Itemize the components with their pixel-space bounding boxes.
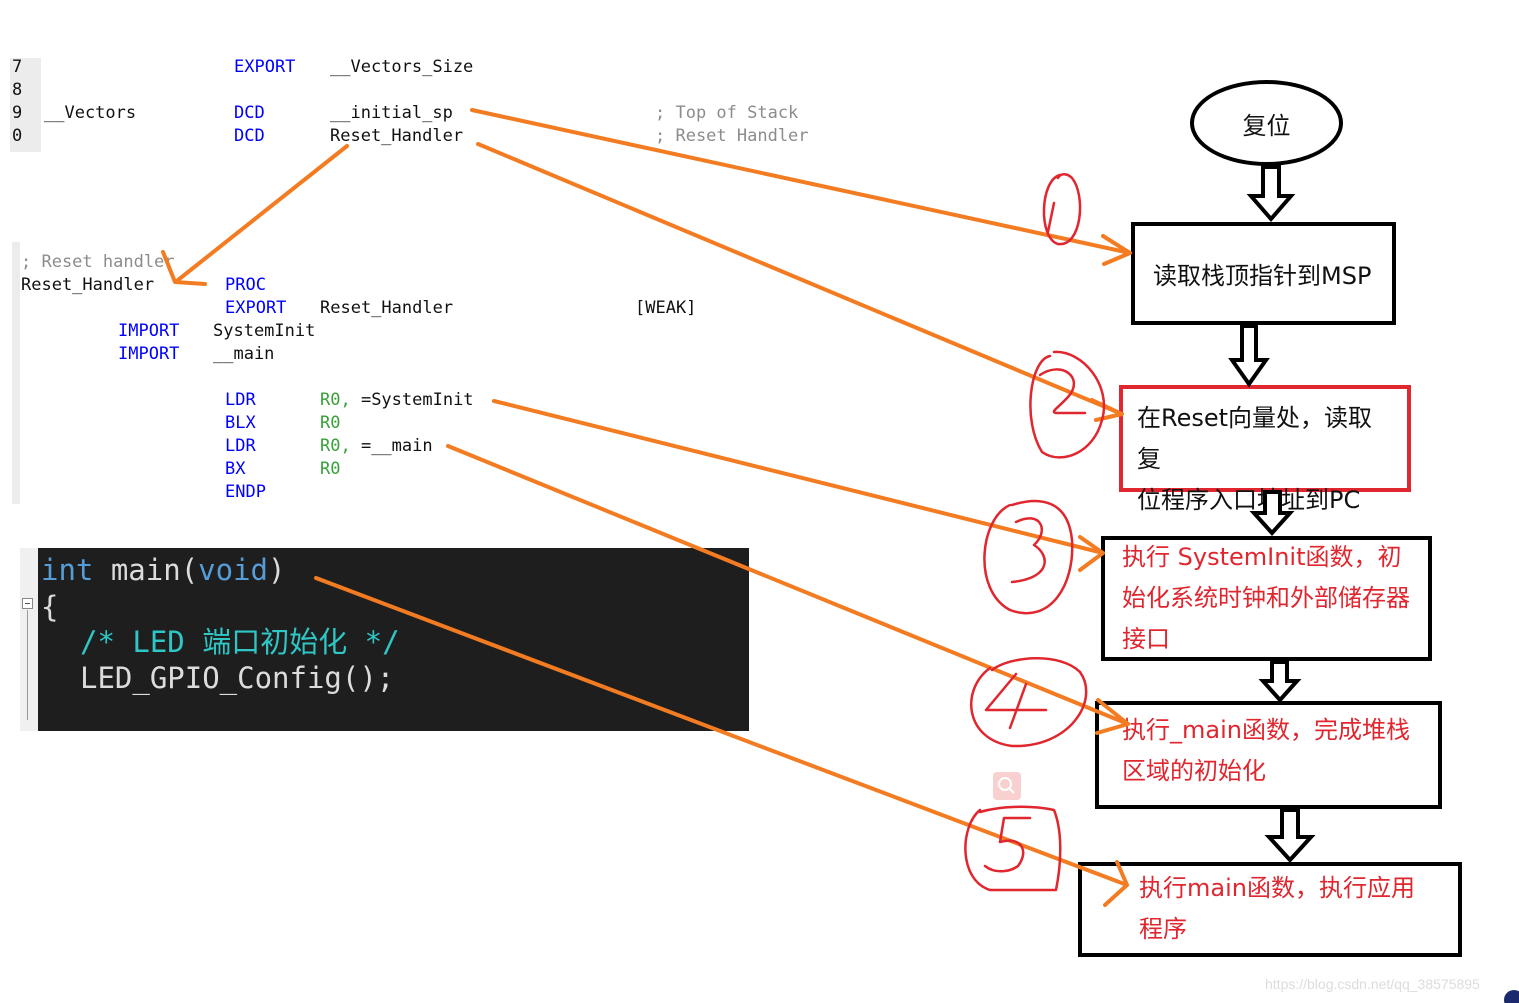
void-keyword: void bbox=[198, 553, 268, 587]
import-main: __main bbox=[213, 344, 275, 364]
main-signature: int main(void) bbox=[41, 552, 285, 588]
step5-line2: 程序 bbox=[1139, 915, 1187, 943]
flow-arrow-5 bbox=[1264, 808, 1316, 863]
reset-handler-symbol: Reset_Handler bbox=[330, 126, 464, 146]
dcd-directive-2: DCD bbox=[234, 126, 265, 146]
led-gpio-config-call: LED_GPIO_Config(); bbox=[80, 661, 395, 695]
handwritten-1 bbox=[1042, 173, 1082, 246]
ldr-target-main: =__main bbox=[350, 436, 433, 456]
bx-instruction: BX bbox=[225, 459, 246, 479]
step4-line2: 区域的初始化 bbox=[1122, 757, 1266, 785]
dcd-directive-1: DCD bbox=[234, 103, 265, 123]
handwritten-5 bbox=[964, 805, 1062, 892]
ldr-register-1: R0, bbox=[320, 390, 351, 410]
corner-badge-icon bbox=[1504, 990, 1519, 1003]
step4-box: 执行_main函数，完成堆栈 区域的初始化 bbox=[1095, 701, 1442, 809]
step5-line1: 执行main函数，执行应用 bbox=[1139, 874, 1415, 902]
flow-arrow-1 bbox=[1246, 165, 1296, 223]
step5-box: 执行main函数，执行应用 程序 bbox=[1078, 862, 1462, 957]
flow-arrow-2 bbox=[1228, 324, 1270, 388]
top-code-gutter bbox=[10, 58, 41, 152]
fold-toggle[interactable] bbox=[22, 598, 33, 609]
handler-code-gutter bbox=[12, 242, 20, 504]
step2-line1: 在Reset向量处，读取复 bbox=[1137, 404, 1373, 473]
search-icon bbox=[993, 772, 1021, 800]
proc-directive: PROC bbox=[225, 275, 266, 295]
ldr-operands-2: R0, =__main bbox=[320, 435, 433, 458]
fold-line bbox=[27, 610, 28, 720]
arrow-reset-handler-to-step2 bbox=[476, 142, 1124, 422]
reset-handler-label: Reset_Handler bbox=[21, 275, 155, 295]
arrow-reset-handler-to-code bbox=[161, 144, 349, 286]
endp-directive: ENDP bbox=[225, 482, 266, 502]
step4-line1: 执行_main函数，完成堆栈 bbox=[1122, 716, 1410, 744]
reset-handler-comment: ; Reset Handler bbox=[655, 126, 809, 146]
int-keyword: int bbox=[41, 553, 94, 587]
close-paren: ) bbox=[268, 553, 286, 587]
flow-arrow-4 bbox=[1258, 660, 1302, 703]
main-function-name: main( bbox=[93, 553, 199, 587]
export-directive-2: EXPORT bbox=[225, 298, 287, 318]
line-number-8: 8 bbox=[12, 80, 23, 100]
line-number-9: 9 bbox=[12, 103, 23, 123]
arrow-systeminit bbox=[492, 399, 1105, 572]
step3-line2: 始化系统时钟和外部储存器 bbox=[1122, 584, 1410, 612]
main-code-gutter bbox=[20, 548, 38, 731]
handwritten-3 bbox=[983, 499, 1074, 615]
bx-register: R0 bbox=[320, 459, 341, 479]
weak-attribute: [WEAK] bbox=[635, 298, 697, 318]
reset-start-label: 复位 bbox=[1242, 111, 1291, 140]
import-systeminit: SystemInit bbox=[213, 321, 316, 341]
watermark: https://blog.csdn.net/qq_38575895 bbox=[1265, 976, 1480, 992]
export-reset-handler: Reset_Handler bbox=[320, 298, 454, 318]
ldr-operands-1: R0, =SystemInit bbox=[320, 389, 474, 412]
initial-sp-symbol: __initial_sp bbox=[330, 103, 453, 123]
step2-box: 在Reset向量处，读取复 位程序入口地址到PC bbox=[1119, 385, 1411, 514]
ldr-instruction-2: LDR bbox=[225, 436, 256, 456]
handwritten-4 bbox=[969, 657, 1088, 748]
step3-box: 执行 SystemInit函数，初 始化系统时钟和外部储存器 接口 bbox=[1101, 536, 1432, 661]
step3-line1: 执行 SystemInit函数，初 bbox=[1122, 543, 1402, 571]
vectors-size-symbol: __Vectors_Size bbox=[330, 57, 474, 77]
import-directive-2: IMPORT bbox=[118, 344, 180, 364]
annotation-arrows bbox=[161, 108, 1132, 907]
reset-start-node: 复位 bbox=[1190, 80, 1343, 166]
import-directive-1: IMPORT bbox=[118, 321, 180, 341]
ldr-target-systeminit: =SystemInit bbox=[350, 390, 474, 410]
ldr-instruction-1: LDR bbox=[225, 390, 256, 410]
step1-box: 读取栈顶指针到MSP bbox=[1131, 222, 1396, 325]
handwritten-2 bbox=[1029, 350, 1106, 459]
blx-register: R0 bbox=[320, 413, 341, 433]
step1-label: 读取栈顶指针到MSP bbox=[1153, 262, 1372, 290]
led-init-comment: /* LED 端口初始化 */ bbox=[80, 625, 400, 659]
step3-line3: 接口 bbox=[1122, 625, 1170, 653]
open-brace: { bbox=[41, 590, 59, 624]
blx-instruction: BLX bbox=[225, 413, 256, 433]
step2-line2: 位程序入口地址到PC bbox=[1137, 486, 1361, 514]
vectors-label: __Vectors bbox=[44, 103, 137, 123]
fold-minus-icon bbox=[25, 603, 30, 604]
ldr-register-2: R0, bbox=[320, 436, 351, 456]
line-number-7: 7 bbox=[12, 57, 23, 77]
export-directive: EXPORT bbox=[234, 57, 296, 77]
line-number-0: 0 bbox=[12, 126, 23, 146]
handwritten-numbers bbox=[964, 173, 1106, 892]
top-of-stack-comment: ; Top of Stack bbox=[655, 103, 799, 123]
reset-handler-heading-comment: ; Reset handler bbox=[21, 252, 175, 272]
